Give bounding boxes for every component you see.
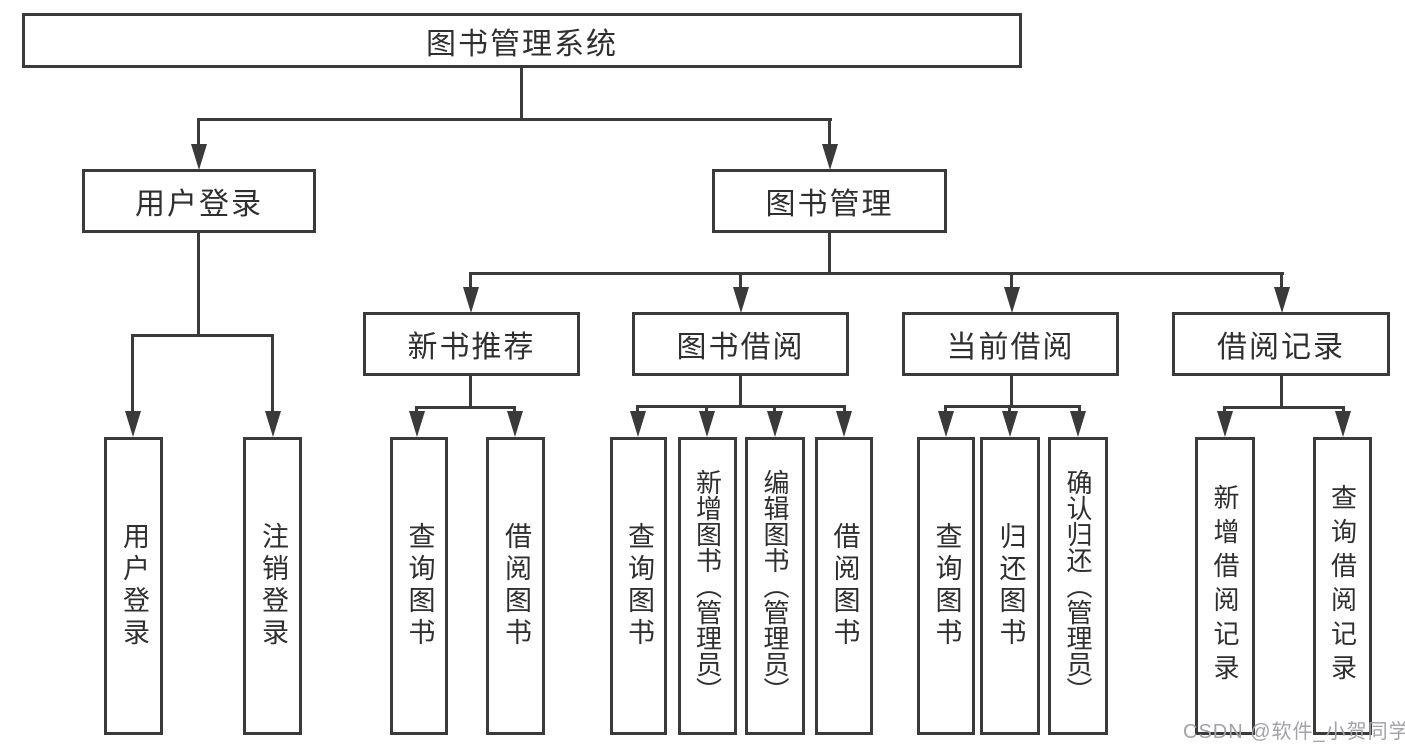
connector-arrow — [938, 411, 954, 437]
connector-arrow — [630, 411, 646, 437]
leaf-edit-book-admin: 编辑图书（管理员） — [745, 437, 805, 735]
node-root-label: 图书管理系统 — [426, 27, 618, 61]
connector-line — [1010, 272, 1013, 290]
leaf-return-book: 归还图书 — [980, 437, 1040, 735]
connector-arrow — [733, 287, 749, 313]
connector-line — [131, 334, 274, 337]
leaf-add-borrow-record: 新增借阅记录 — [1195, 437, 1255, 735]
node-user-login-label: 用户登录 — [135, 188, 263, 221]
connector-line — [828, 118, 831, 146]
leaf-add-borrow-record-label: 新增借阅记录 — [1210, 484, 1240, 688]
node-book-management: 图书管理 — [712, 169, 947, 233]
connector-line — [1223, 406, 1345, 409]
leaf-query-book-recommend: 查询图书 — [390, 437, 448, 735]
connector-line — [944, 405, 1081, 408]
connector-arrow — [507, 411, 523, 437]
leaf-add-book-admin: 新增图书（管理员） — [678, 437, 737, 735]
node-book-borrow: 图书借阅 — [632, 312, 849, 376]
node-new-book-recommend: 新书推荐 — [363, 312, 580, 376]
node-book-management-label: 图书管理 — [765, 188, 894, 221]
leaf-edit-book-admin-label: 编辑图书（管理员） — [760, 469, 790, 703]
leaf-query-book-recommend-label: 查询图书 — [404, 522, 435, 650]
connector-arrow — [1274, 287, 1290, 313]
connector-line — [1280, 272, 1283, 290]
connector-arrow — [1070, 411, 1086, 437]
leaf-borrow-book-borrow: 借阅图书 — [815, 437, 873, 735]
connector-line — [773, 405, 776, 415]
connector-arrow — [767, 411, 783, 437]
leaf-user-login: 用户登录 — [104, 437, 163, 735]
node-borrow-record-label: 借阅记录 — [1217, 331, 1345, 364]
leaf-confirm-return-admin-label: 确认归还（管理员） — [1063, 469, 1093, 703]
connector-arrow — [409, 411, 425, 437]
connector-line — [469, 272, 472, 290]
leaf-borrow-book-recommend: 借阅图书 — [486, 437, 545, 735]
connector-line — [828, 232, 831, 275]
leaf-logout: 注销登录 — [243, 437, 302, 735]
leaf-confirm-return-admin: 确认归还（管理员） — [1048, 437, 1108, 735]
node-new-book-recommend-label: 新书推荐 — [407, 331, 536, 364]
connector-line — [636, 405, 639, 415]
leaf-add-book-admin-label: 新增图书（管理员） — [692, 469, 723, 703]
leaf-query-borrow-record-label: 查询借阅记录 — [1327, 484, 1358, 688]
leaf-query-book-borrow: 查询图书 — [610, 437, 667, 735]
connector-line — [415, 406, 516, 409]
leaf-borrow-book-borrow-label: 借阅图书 — [829, 522, 860, 650]
connector-arrow — [1335, 411, 1351, 437]
connector-line — [1078, 405, 1081, 415]
node-root: 图书管理系统 — [22, 13, 1022, 68]
connector-line — [1010, 376, 1013, 408]
leaf-return-book-label: 归还图书 — [995, 522, 1026, 650]
connector-arrow — [1002, 411, 1018, 437]
connector-arrow — [699, 411, 715, 437]
connector-line — [197, 118, 200, 146]
connector-line — [469, 272, 1284, 275]
node-book-borrow-label: 图书借阅 — [676, 331, 805, 364]
connector-line — [1280, 376, 1283, 409]
connector-arrow — [125, 411, 141, 437]
connector-arrow — [1004, 287, 1020, 313]
connector-line — [944, 405, 947, 415]
connector-line — [1008, 405, 1011, 415]
connector-line — [739, 272, 742, 290]
connector-line — [520, 68, 523, 118]
leaf-logout-label: 注销登录 — [258, 522, 288, 650]
leaf-query-book-current-label: 查询图书 — [931, 522, 962, 650]
connector-arrow — [191, 144, 207, 170]
connector-arrow — [463, 287, 479, 313]
node-borrow-record: 借阅记录 — [1172, 312, 1390, 376]
connector-line — [843, 405, 846, 415]
csdn-watermark: CSDN @软件_小贺同学 — [1183, 721, 1405, 743]
connector-line — [739, 376, 742, 408]
connector-line — [197, 233, 200, 337]
leaf-borrow-book-recommend-label: 借阅图书 — [501, 522, 531, 650]
connector-arrow — [1217, 411, 1233, 437]
connector-line — [636, 405, 846, 408]
leaf-query-borrow-record: 查询借阅记录 — [1313, 437, 1372, 735]
connector-line — [198, 118, 832, 121]
leaf-query-book-borrow-label: 查询图书 — [624, 522, 654, 650]
connector-arrow — [836, 411, 852, 437]
node-current-borrow: 当前借阅 — [902, 312, 1119, 376]
connector-line — [131, 334, 134, 414]
connector-arrow — [822, 144, 838, 170]
connector-line — [469, 376, 472, 409]
connector-line — [271, 334, 274, 414]
leaf-query-book-current: 查询图书 — [917, 437, 975, 735]
connector-line — [705, 405, 708, 415]
leaf-user-login-label: 用户登录 — [119, 522, 149, 650]
node-current-borrow-label: 当前借阅 — [946, 331, 1075, 364]
connector-arrow — [265, 411, 281, 437]
node-user-login: 用户登录 — [82, 169, 316, 233]
